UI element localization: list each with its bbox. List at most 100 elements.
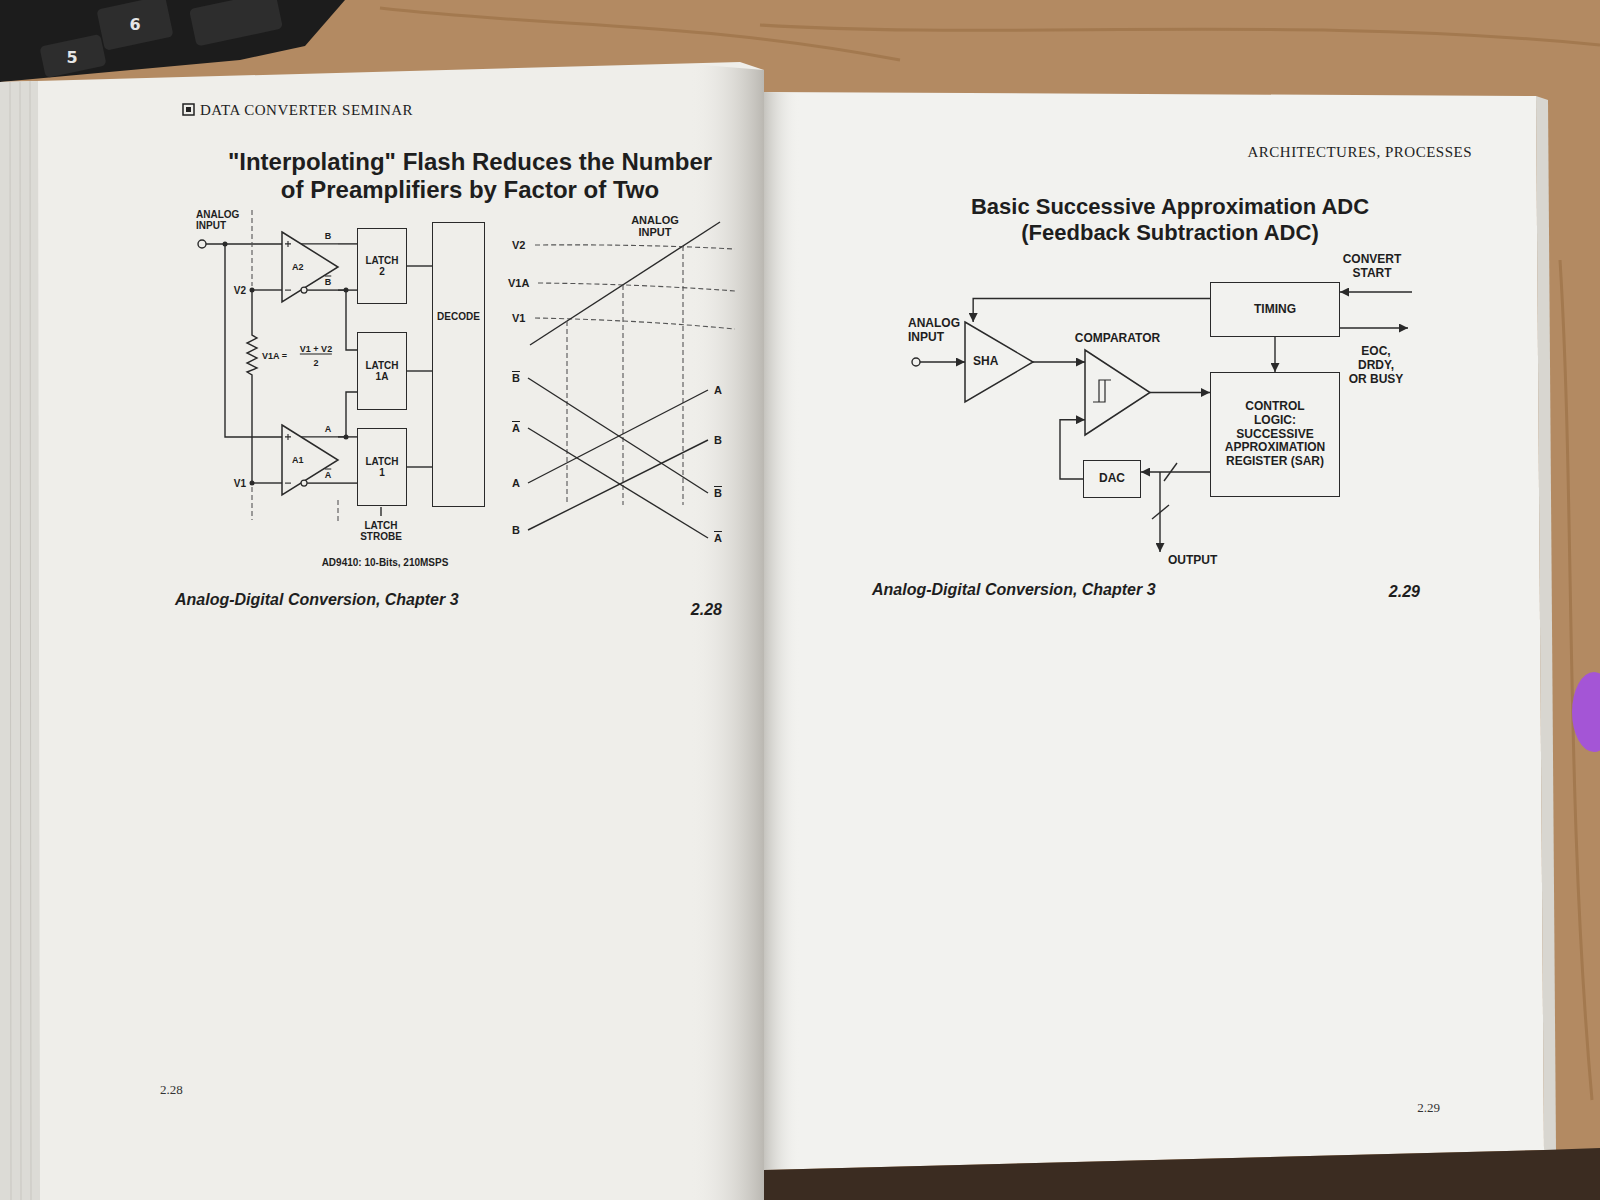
control-signal: CONVERT START (1336, 252, 1408, 280)
latch-box: LATCH 1 (357, 428, 407, 506)
header-icon (186, 107, 191, 112)
key-label: 6 (129, 15, 140, 34)
connector (973, 299, 1210, 323)
preamp-output-line (528, 390, 708, 483)
node-text: DAC (1099, 472, 1125, 486)
ladder-extension (251, 487, 252, 520)
latch-box: LATCH 1A (357, 332, 407, 410)
connector (1274, 337, 1275, 372)
running-header: DATA CONVERTER SEMINAR (200, 102, 413, 119)
connector (1060, 420, 1085, 479)
running-header: ARCHITECTURES, PROCESSES (1247, 144, 1472, 161)
keyboard-key (39, 34, 106, 78)
preamp-output-line (528, 378, 708, 493)
node-text: LATCH 2 (362, 255, 402, 278)
gutter-shadow (764, 92, 800, 1170)
signal-label: B (512, 524, 520, 536)
connector (407, 265, 432, 266)
keyboard (0, 0, 345, 82)
connector (338, 243, 357, 244)
connector (407, 466, 432, 467)
formula-denominator: 2 (313, 358, 318, 368)
crossing-marker (566, 321, 567, 505)
node-text: LATCH 1 (362, 456, 402, 479)
page-number: 2.28 (160, 1082, 183, 1098)
threshold-line (535, 318, 735, 329)
amplifier-triangle-outline (282, 232, 338, 302)
threshold-label: V1 (512, 312, 525, 324)
inversion-bubble (301, 480, 307, 486)
signal-label: B (324, 231, 333, 240)
hysteresis-symbol (1093, 380, 1111, 402)
formula-label: V1A = (262, 351, 287, 361)
connector (338, 290, 357, 350)
left-page (0, 62, 764, 1200)
threshold-line (535, 245, 735, 249)
right-page (764, 92, 1544, 1170)
wire (252, 482, 282, 483)
connector (1033, 361, 1085, 362)
connector (338, 392, 357, 437)
input-label: ANALOG INPUT (196, 209, 244, 231)
desk-shadow (764, 1148, 1600, 1200)
signal-label: B (324, 278, 333, 287)
comparator-triangle: COMPARATOR (1085, 350, 1150, 435)
control-logic-box: CONTROL LOGIC: SUCCESSIVE APPROXIMATION … (1210, 372, 1340, 497)
node-text: A1 (292, 455, 304, 465)
page-stack (0, 81, 40, 1200)
header-icon (183, 104, 194, 115)
triangle-outline (965, 322, 1033, 402)
threshold-label: V1A (508, 277, 529, 289)
threshold-label: V2 (512, 239, 525, 251)
minus-symbol (285, 483, 291, 484)
node-voltage: V1 (234, 478, 246, 489)
junction-dot (344, 434, 349, 439)
amplifier-triangle: A1 (282, 425, 338, 495)
strobe-label: LATCH STROBE (356, 520, 406, 542)
part-number: AD9410: 10-Bits, 210MSPS (322, 557, 449, 568)
connector (338, 482, 357, 483)
signal-label: B (512, 372, 520, 384)
slide-title: Basic Successive Approximation ADC (Feed… (950, 194, 1390, 246)
preamp-output-line (528, 440, 708, 530)
threshold-line (538, 283, 735, 291)
node-text: TIMING (1254, 303, 1296, 317)
input-terminal (198, 240, 206, 248)
connector (1141, 471, 1210, 472)
junction-dot (344, 288, 349, 293)
triangle-outline (282, 232, 338, 302)
slide-number: 2.28 (691, 601, 722, 619)
output-stub (301, 436, 338, 437)
slide-title: "Interpolating" Flash Reduces the Number… (220, 148, 720, 204)
node-text: DECODE (437, 311, 480, 323)
output-stub (307, 289, 338, 290)
slide-caption: Analog-Digital Conversion, Chapter 3 (872, 581, 1156, 599)
purple-object (1572, 672, 1600, 752)
keyboard-key (96, 0, 173, 51)
dac-box: DAC (1083, 460, 1141, 498)
signal-label: A (512, 422, 520, 434)
formula-numerator: V1 + V2 (300, 344, 332, 355)
plus-symbol (285, 434, 291, 440)
strobe-line (337, 500, 338, 522)
timing-box: TIMING (1210, 282, 1340, 337)
triangle-outline (282, 425, 338, 495)
keyboard-key (189, 0, 283, 47)
signal-arrow (1340, 327, 1408, 328)
page-number: 2.29 (1417, 1100, 1440, 1116)
input-arrow (920, 361, 965, 362)
page-stack-lines (10, 81, 31, 1200)
input-ramp (530, 222, 720, 345)
triangle-outline (1085, 350, 1150, 435)
node-text: COMPARATOR (1075, 332, 1160, 346)
bus-slash (1152, 505, 1169, 519)
crossing-marker (622, 285, 623, 505)
plus-symbol (285, 241, 291, 247)
node-text: LATCH 1A (362, 360, 402, 383)
signal-label: B (714, 487, 722, 499)
